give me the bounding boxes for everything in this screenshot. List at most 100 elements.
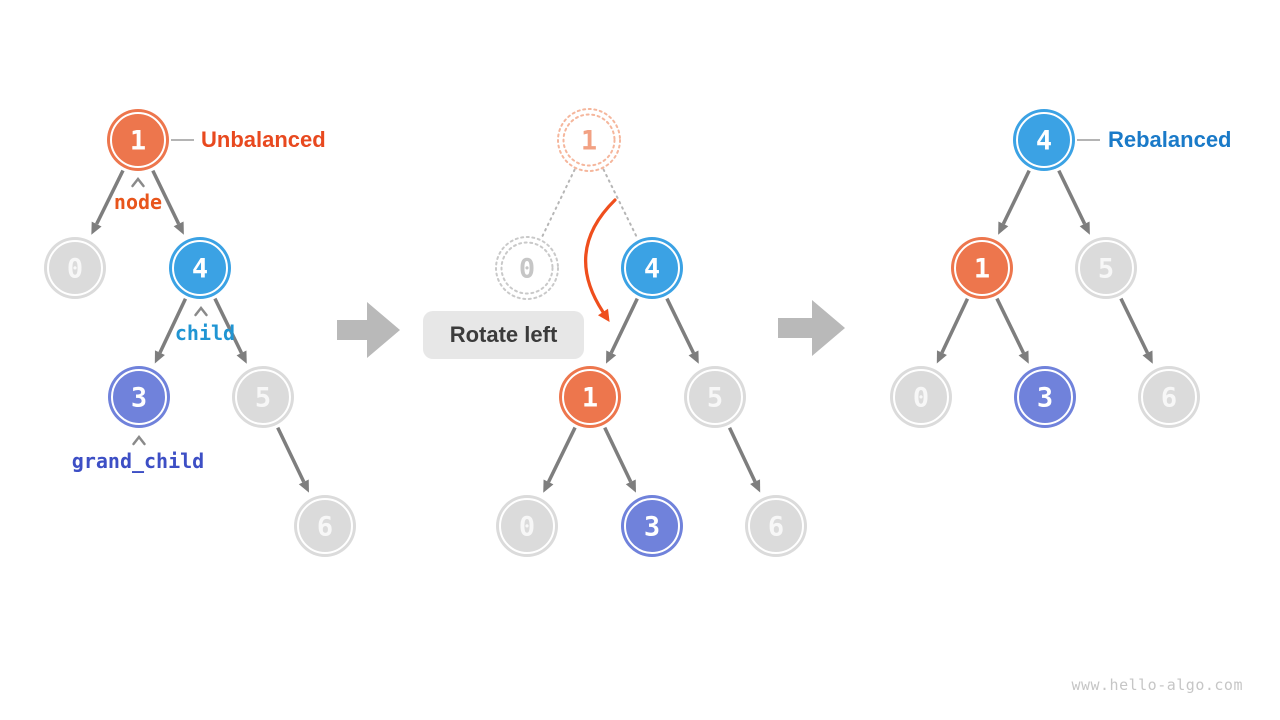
tree-node-circle (559, 366, 621, 428)
tree-node-value: 6 (1161, 383, 1177, 414)
tree-node-value: 3 (1037, 383, 1053, 414)
tree-edge (727, 426, 757, 483)
tree-edge (151, 169, 181, 225)
rebalanced-label: Rebalanced (1108, 127, 1232, 152)
tree-edge (213, 297, 244, 354)
flow-arrow-icon (778, 300, 845, 356)
tree-edge (95, 169, 125, 225)
tree-edge (276, 426, 306, 483)
tree-node-inner-ring (111, 369, 167, 425)
tree-node-inner-ring (1078, 240, 1134, 296)
tree-node-inner-ring (954, 240, 1010, 296)
ghost-node-inner-ring (500, 241, 554, 295)
tree-edge-arrowhead (1142, 350, 1153, 364)
rotate-left-badge: Rotate left (423, 311, 584, 359)
tree-node-inner-ring (1141, 369, 1197, 425)
tree-node-circle (951, 237, 1013, 299)
tree-edge (1057, 169, 1087, 225)
tree-node-inner-ring (624, 498, 680, 554)
tree-node-value: 1 (974, 254, 990, 285)
tree-node-value: 1 (130, 126, 146, 157)
tree-node-value: 0 (519, 512, 535, 543)
tree-node-inner-ring (297, 498, 353, 554)
ghost-node-value: 0 (519, 254, 535, 285)
ghost-node-inner-ring (562, 113, 616, 167)
tree-edge-arrowhead (1079, 221, 1090, 235)
ghost-edge (602, 168, 639, 240)
tree-node-value: 4 (644, 254, 660, 285)
flow-arrow-icon (337, 302, 400, 358)
rebalanced-tree: 4 1 5 0 3 6 (890, 109, 1200, 428)
ghost-node-circle (557, 108, 621, 172)
tree-edge-arrowhead (936, 350, 947, 364)
rotation-arrow-head (597, 308, 610, 323)
tree-node-value: 0 (67, 254, 83, 285)
tree-node-inner-ring (235, 369, 291, 425)
tree-edge-arrowhead (154, 350, 165, 364)
tree-node-value: 0 (913, 383, 929, 414)
tree-node-circle (232, 366, 294, 428)
tree-edge (1001, 169, 1031, 225)
tree-node-value: 4 (1036, 126, 1052, 157)
tree-edge-arrowhead (625, 479, 636, 493)
tree-edge-arrowhead (236, 350, 247, 364)
tree-node-inner-ring (110, 112, 166, 168)
tree-edge (665, 297, 696, 354)
tree-edge-arrowhead (750, 479, 761, 493)
tree-node-inner-ring (1016, 112, 1072, 168)
tree-node-circle (294, 495, 356, 557)
tree-edge (995, 297, 1026, 354)
tree-node-circle (1075, 237, 1137, 299)
tree-node-circle (44, 237, 106, 299)
tree-node-circle (1014, 366, 1076, 428)
tree-edge (940, 297, 970, 354)
tree-edge-arrowhead (1018, 350, 1029, 364)
tree-edge-arrowhead (91, 221, 102, 235)
tree-node-circle (107, 109, 169, 171)
tree-edge (1119, 297, 1150, 354)
pointer-caret-icon (132, 434, 146, 446)
tree-node-value: 1 (582, 383, 598, 414)
tree-node-value: 5 (707, 383, 723, 414)
tree-edge-arrowhead (998, 221, 1009, 235)
watermark: www.hello-algo.com (1071, 676, 1243, 694)
tree-edge (158, 297, 188, 354)
tree-node-value: 6 (768, 512, 784, 543)
child-pointer-label: child (174, 321, 236, 345)
tree-node-value: 3 (131, 383, 147, 414)
ghost-node-circle (495, 236, 559, 300)
tree-edge-arrowhead (688, 350, 699, 364)
tree-node-value: 6 (317, 512, 333, 543)
tree-node-circle (108, 366, 170, 428)
tree-node-inner-ring (499, 498, 555, 554)
tree-node-circle (1138, 366, 1200, 428)
tree-node-circle (890, 366, 952, 428)
ghost-node-value: 1 (581, 126, 597, 157)
tree-node-value: 5 (255, 383, 271, 414)
tree-node-inner-ring (893, 369, 949, 425)
tree-node-inner-ring (47, 240, 103, 296)
rotation-arrow (584, 198, 617, 314)
tree-node-inner-ring (1017, 369, 1073, 425)
tree-node-value: 5 (1098, 254, 1114, 285)
ghost-edge (540, 168, 576, 240)
node-pointer-label: node (113, 190, 163, 214)
tree-node-circle (1013, 109, 1075, 171)
tree-edge-arrowhead (173, 221, 184, 235)
tree-node-inner-ring (624, 240, 680, 296)
tree-edge-arrowhead (606, 350, 617, 364)
tree-edge-arrowhead (543, 479, 554, 493)
tree-edge (609, 297, 639, 354)
tree-node-value: 4 (192, 254, 208, 285)
tree-node-circle (621, 495, 683, 557)
tree-node-circle (169, 237, 231, 299)
unbalanced-tree: 1 0 4 3 5 6 (44, 109, 356, 557)
tree-node-inner-ring (748, 498, 804, 554)
grand-child-pointer-label: grand_child (71, 449, 205, 473)
tree-edge-arrowhead (298, 479, 309, 493)
tree-node-circle (621, 237, 683, 299)
tree-node-circle (745, 495, 807, 557)
pointer-caret-icon (131, 176, 145, 188)
